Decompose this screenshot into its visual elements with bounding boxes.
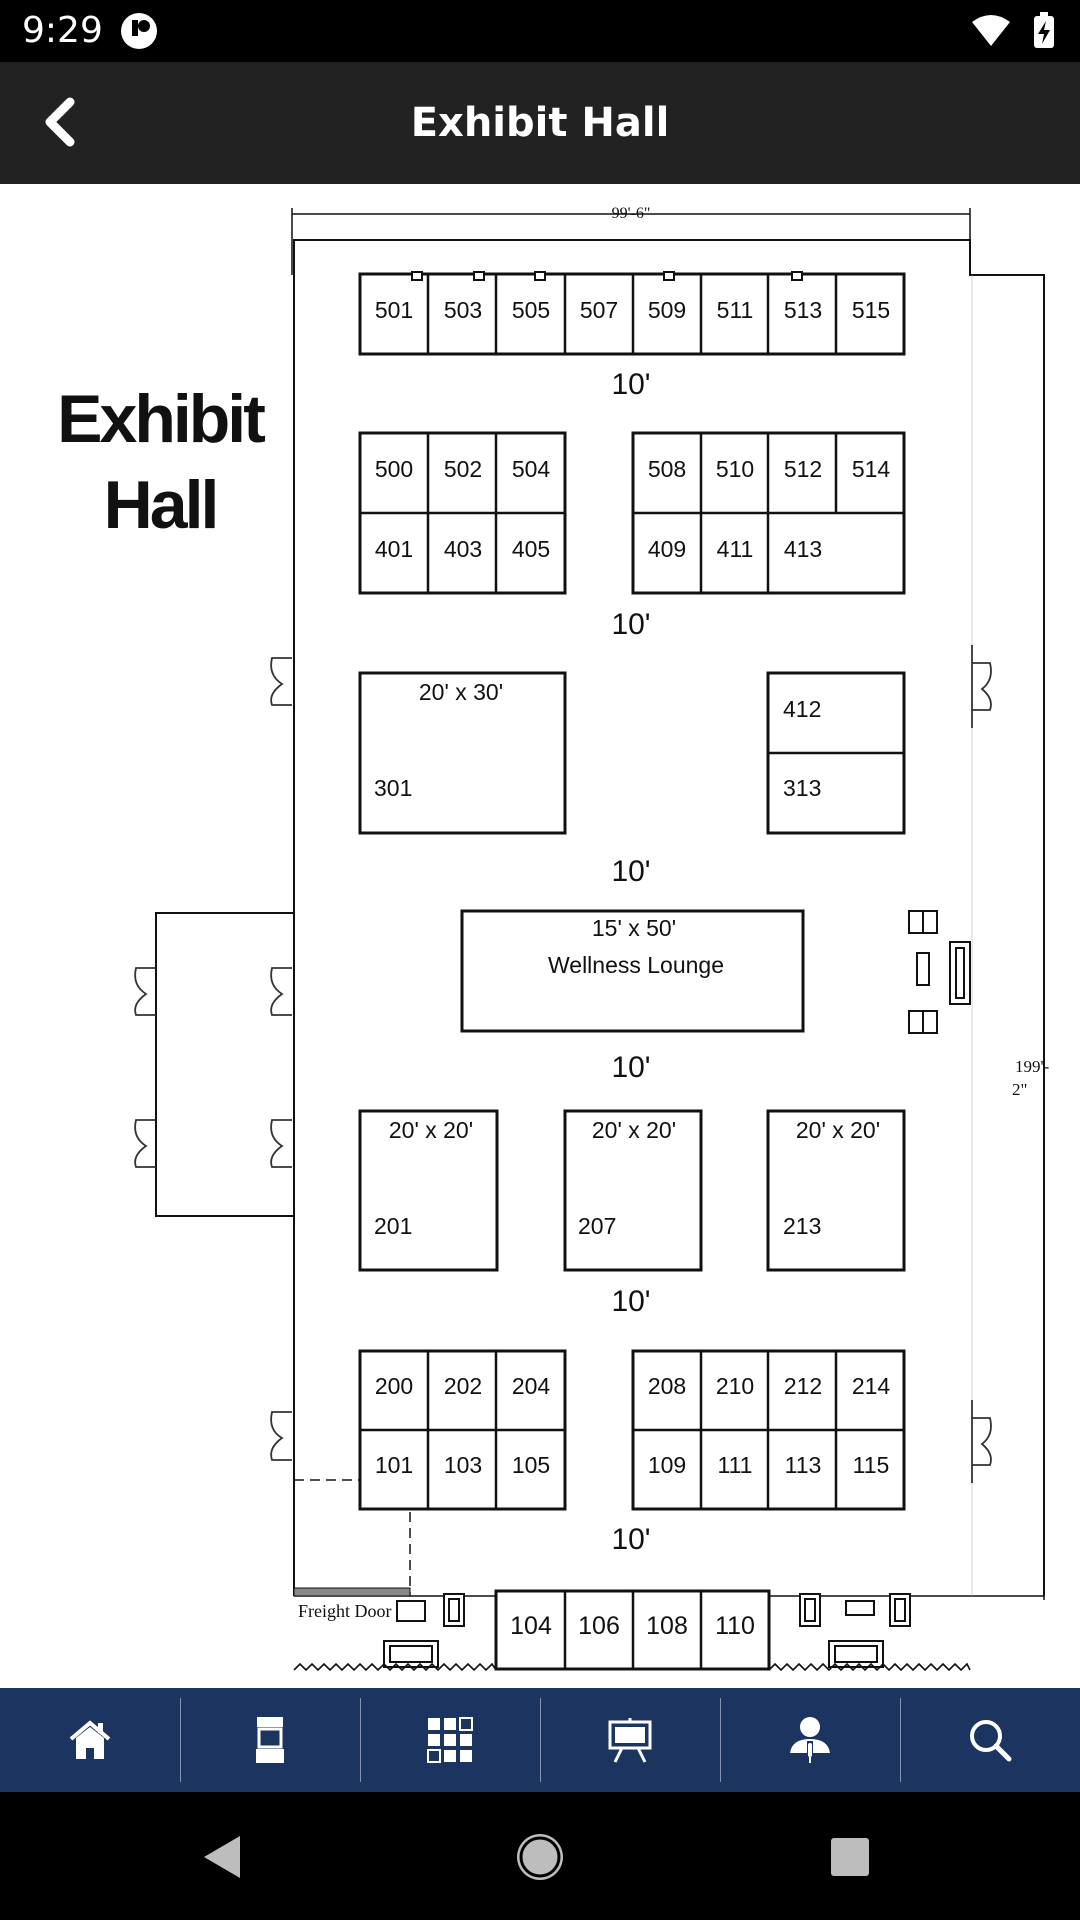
booth-207[interactable]: 207: [578, 1213, 616, 1239]
booth-105[interactable]: 105: [512, 1452, 550, 1478]
booth-509[interactable]: 509: [648, 297, 686, 323]
booth-213[interactable]: 213: [783, 1213, 821, 1239]
chevron-left-icon: [45, 97, 75, 147]
map-heading-line-1: Exhibit: [57, 381, 266, 457]
freight-door-label: Freight Door: [298, 1601, 392, 1621]
booth-214[interactable]: 214: [852, 1373, 891, 1399]
home-icon: [69, 1720, 111, 1759]
aisle-label: 10': [611, 1051, 650, 1084]
booth-108[interactable]: 108: [646, 1612, 688, 1640]
aisle-label: 10': [611, 855, 650, 888]
booth-409[interactable]: 409: [648, 536, 686, 562]
booth-510[interactable]: 510: [716, 456, 754, 482]
height-dimension-1: 199'-: [1015, 1057, 1050, 1076]
presentation-icon: [608, 1718, 652, 1763]
height-dimension-2: 2": [1012, 1080, 1027, 1099]
booth-202[interactable]: 202: [444, 1373, 482, 1399]
booth-301-size: 20' x 30': [419, 679, 503, 705]
back-button[interactable]: [36, 92, 96, 152]
booth-106[interactable]: 106: [578, 1612, 620, 1640]
booth-201-size: 20' x 20': [389, 1117, 473, 1143]
speaker-icon: [790, 1717, 830, 1763]
status-bar: 9:29: [0, 0, 1080, 62]
booth-110[interactable]: 110: [715, 1612, 755, 1640]
floor-plan-drawing: 99'-6" 199'- 2" Freight Door 10' 10' 10'…: [134, 205, 1050, 1672]
system-home-button[interactable]: [505, 1822, 575, 1892]
app-notification-icon: [120, 12, 158, 55]
wifi-icon: [972, 15, 1010, 46]
grid-icon: [427, 1717, 473, 1763]
booth-412[interactable]: 412: [783, 696, 821, 722]
floor-plan[interactable]: Exhibit Hall: [0, 184, 1080, 1688]
nav-sessions[interactable]: [540, 1688, 720, 1792]
booth-508[interactable]: 508: [648, 456, 686, 482]
booth-505[interactable]: 505: [512, 297, 550, 323]
app-bar: Exhibit Hall: [0, 62, 1080, 184]
booth-201[interactable]: 201: [374, 1213, 412, 1239]
booth-113[interactable]: 113: [785, 1452, 822, 1478]
booth-411[interactable]: 411: [717, 536, 754, 562]
booth-503[interactable]: 503: [444, 297, 482, 323]
system-recents-button[interactable]: [815, 1822, 885, 1892]
booth-313[interactable]: 313: [783, 775, 821, 801]
booth-413[interactable]: 413: [784, 536, 822, 562]
square-recents-icon: [831, 1838, 869, 1876]
booth-207-size: 20' x 20': [592, 1117, 676, 1143]
wellness-lounge[interactable]: Wellness Lounge: [548, 952, 724, 978]
booth-401[interactable]: 401: [375, 536, 413, 562]
system-back-button[interactable]: [190, 1822, 260, 1892]
booth-301[interactable]: 301: [374, 775, 412, 801]
booth-500[interactable]: 500: [375, 456, 413, 482]
aisle-label: 10': [611, 1523, 650, 1556]
aisle-label: 10': [611, 1285, 650, 1318]
map-heading: Exhibit Hall: [40, 376, 280, 548]
booth-208[interactable]: 208: [648, 1373, 686, 1399]
booth-512[interactable]: 512: [784, 456, 822, 482]
booth-103[interactable]: 103: [444, 1452, 482, 1478]
search-icon: [970, 1720, 1012, 1762]
nav-booth[interactable]: [180, 1688, 360, 1792]
booth-104[interactable]: 104: [510, 1612, 552, 1640]
width-dimension: 99'-6": [612, 205, 651, 222]
status-time: 9:29: [22, 10, 103, 51]
booth-502[interactable]: 502: [444, 456, 482, 482]
booth-504[interactable]: 504: [512, 456, 551, 482]
map-heading-line-2: Hall: [103, 467, 220, 543]
booth-507[interactable]: 507: [580, 297, 618, 323]
booth-501[interactable]: 501: [375, 297, 413, 323]
booth-513[interactable]: 513: [784, 297, 822, 323]
nav-home[interactable]: [0, 1688, 180, 1792]
nav-speakers[interactable]: [720, 1688, 900, 1792]
booth-212[interactable]: 212: [784, 1373, 822, 1399]
booth-514[interactable]: 514: [852, 456, 891, 482]
triangle-back-icon: [204, 1836, 240, 1878]
page-title: Exhibit Hall: [410, 100, 670, 146]
booth-200[interactable]: 200: [375, 1373, 413, 1399]
booth-515[interactable]: 515: [852, 297, 890, 323]
circle-home-icon: [517, 1834, 563, 1880]
booth-204[interactable]: 204: [512, 1373, 551, 1399]
system-navigation: [0, 1792, 1080, 1920]
booth-109[interactable]: 109: [648, 1452, 686, 1478]
lounge-size: 15' x 50': [592, 915, 676, 941]
nav-search[interactable]: [900, 1688, 1080, 1792]
booth-101[interactable]: 101: [375, 1452, 413, 1478]
battery-icon: [1034, 12, 1054, 48]
bottom-navigation: [0, 1688, 1080, 1792]
booth-511[interactable]: 511: [717, 297, 754, 323]
aisle-label: 10': [611, 608, 650, 641]
booth-111[interactable]: 111: [718, 1452, 753, 1478]
aisle-label: 10': [611, 368, 650, 401]
booth-403[interactable]: 403: [444, 536, 482, 562]
booth-405[interactable]: 405: [512, 536, 550, 562]
booth-icon: [256, 1717, 284, 1763]
status-icons: [970, 12, 1060, 55]
booth-210[interactable]: 210: [716, 1373, 754, 1399]
nav-exhibitors[interactable]: [360, 1688, 540, 1792]
booth-115[interactable]: 115: [853, 1452, 890, 1478]
booth-213-size: 20' x 20': [796, 1117, 880, 1143]
